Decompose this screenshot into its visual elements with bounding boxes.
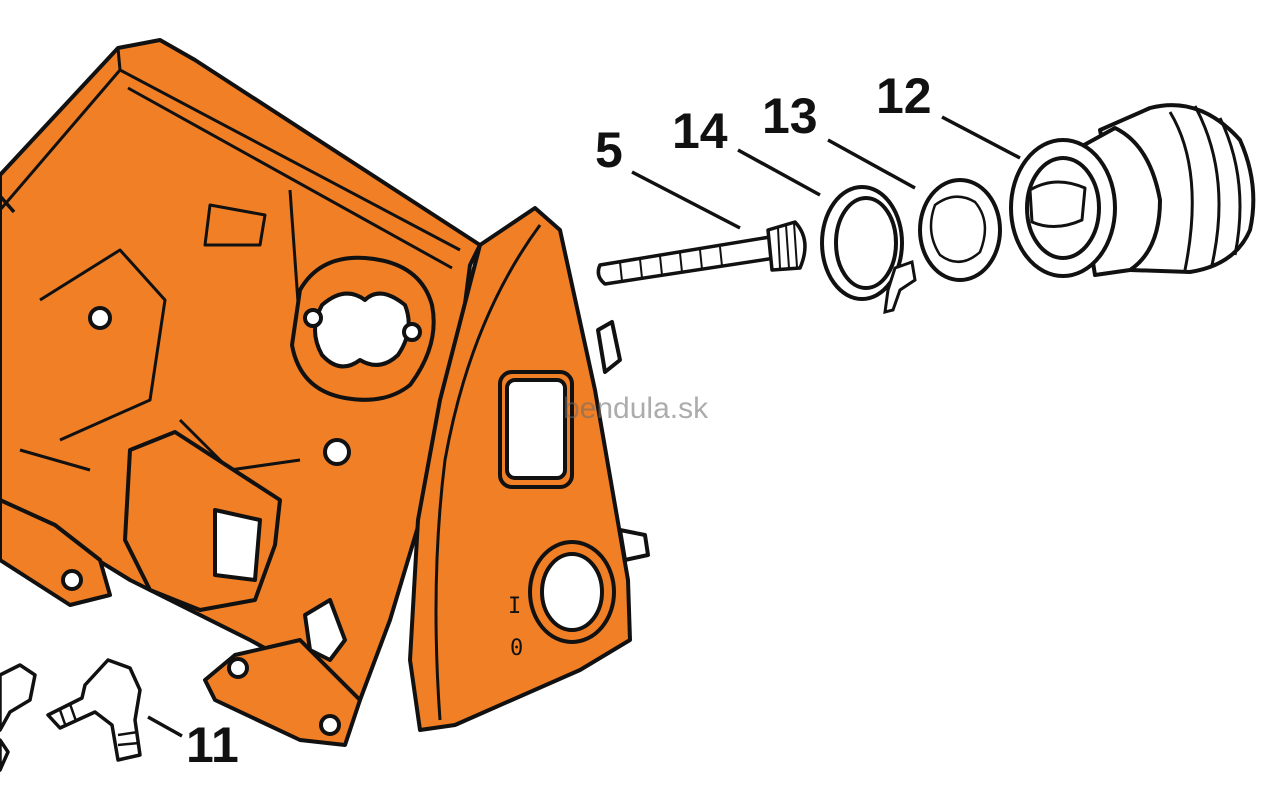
part-13-gasket	[918, 178, 1002, 282]
sleeve-bore-slot	[1028, 180, 1087, 228]
housing-hole-center	[323, 438, 351, 466]
gasket-inner	[929, 195, 987, 263]
clamp-ring-inner	[834, 196, 898, 290]
callout-13: 13	[762, 88, 818, 144]
bolt-head-knurl	[777, 222, 798, 269]
leader-12	[941, 115, 1021, 160]
sleeve-rear-rings	[1168, 105, 1242, 271]
side-panel-edge	[434, 224, 542, 721]
switch-mark-on: I	[508, 594, 521, 619]
housing-foot-hole-left	[61, 569, 83, 591]
part-5-bolt	[596, 220, 807, 286]
part-14-clamp	[820, 185, 917, 314]
housing-flange-inner	[313, 291, 411, 369]
leader-14	[737, 148, 821, 197]
fitting-elbow-ribs	[58, 703, 140, 747]
housing-clip	[303, 598, 347, 662]
housing	[0, 38, 482, 747]
watermark: bendula.sk	[563, 392, 709, 425]
bolt-threads	[619, 246, 723, 282]
callout-5: 5	[595, 122, 623, 178]
clamp-screw	[883, 259, 917, 314]
side-panel-tab	[596, 320, 622, 374]
part-12-sleeve	[1009, 103, 1256, 278]
housing-foot-hole-center	[227, 657, 249, 679]
switch-mark-off: 0	[510, 636, 523, 661]
side-panel-switch-hole-inner	[540, 552, 604, 632]
housing-flange-screw-a	[303, 308, 323, 328]
leader-13	[827, 138, 916, 190]
fitting-partial	[0, 663, 37, 732]
callout-12: 12	[876, 68, 932, 124]
leader-11	[147, 715, 183, 738]
housing-foot-hole-right	[319, 714, 341, 736]
housing-interior-ribs	[19, 189, 302, 472]
housing-flange-screw-b	[402, 322, 422, 342]
side-panel	[408, 206, 650, 732]
leader-left-edge	[0, 194, 16, 214]
callout-14: 14	[672, 103, 728, 159]
leader-lines	[0, 115, 1021, 738]
side-panel-window-inner	[505, 378, 567, 480]
side-panel-foot	[618, 528, 650, 562]
fitting-edge-piece	[0, 738, 10, 772]
housing-bottom-slot	[213, 508, 262, 582]
housing-frame-rim	[0, 47, 461, 270]
bolt-shaft	[596, 235, 777, 286]
leader-5	[631, 170, 741, 230]
housing-hole-left	[88, 306, 112, 330]
fitting-elbow	[46, 658, 142, 762]
callout-11: 11	[186, 717, 239, 773]
part-11-fittings	[0, 658, 142, 772]
